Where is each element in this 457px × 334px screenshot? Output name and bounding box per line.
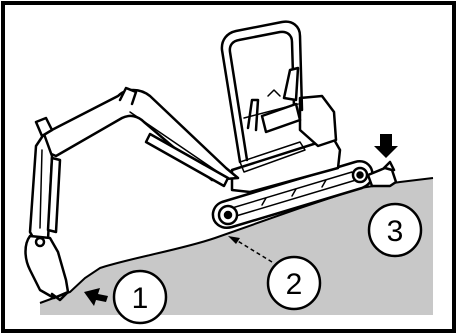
callout-3-label: 3 — [387, 215, 404, 248]
upper-structure — [230, 94, 342, 194]
arrow-icon — [228, 236, 240, 244]
callout-2-label: 2 — [286, 268, 303, 301]
callout-1: 1 — [112, 269, 168, 325]
operator-seat — [246, 66, 302, 134]
excavator — [24, 20, 398, 302]
callout-3: 3 — [367, 202, 423, 258]
bucket — [24, 234, 70, 302]
bucket-cylinder — [46, 156, 62, 234]
boom-cylinder — [144, 132, 230, 188]
slope-surface-line — [39, 177, 434, 304]
arrow-icon — [84, 288, 108, 306]
dozer-blade — [366, 160, 398, 188]
callout-2-leader — [235, 239, 273, 263]
crawler-track — [211, 160, 374, 229]
callout-1-label: 1 — [132, 282, 149, 315]
arrow-icon — [374, 134, 398, 158]
callout-2: 2 — [266, 255, 322, 311]
